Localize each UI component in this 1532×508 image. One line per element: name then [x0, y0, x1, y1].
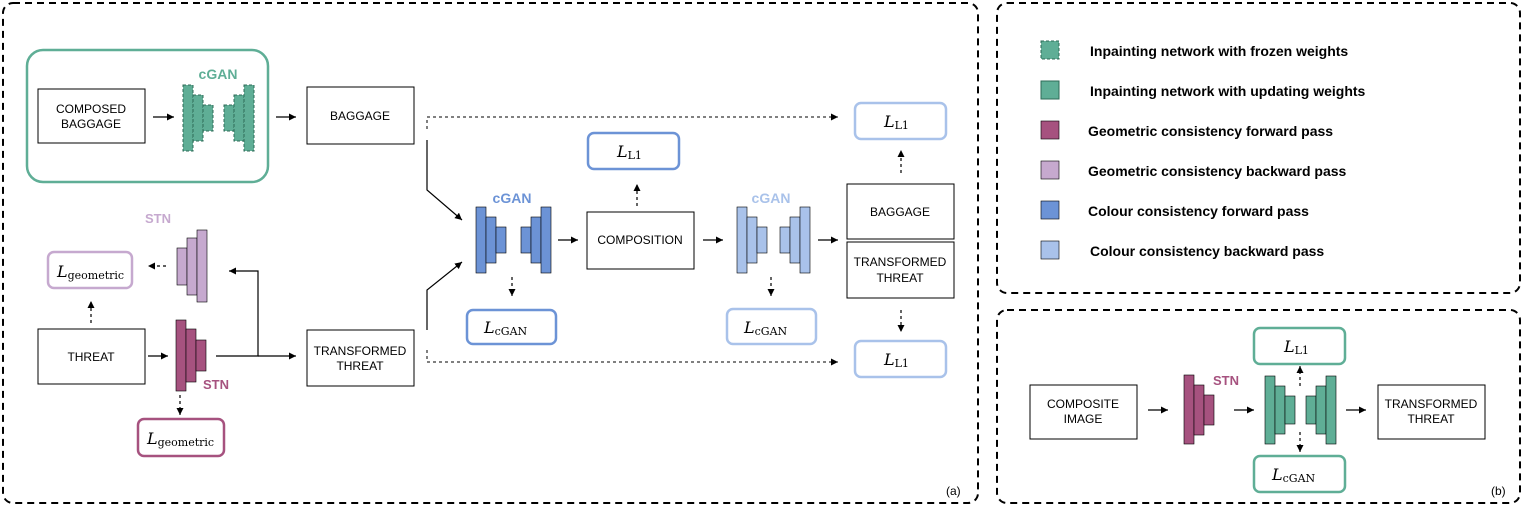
loss-l1-top-text: LL1 — [883, 112, 909, 132]
panel-b-stn-network — [1183, 374, 1215, 445]
baggage-box-top — [306, 86, 415, 145]
transformed-threat-label-2: THREAT — [336, 359, 384, 373]
panel-b-transformed-threat-box — [1377, 384, 1486, 440]
legend-swatch-col-bwd — [1040, 240, 1060, 260]
cgan-inpaint-network — [182, 84, 255, 152]
legend-label-frozen: Inpainting network with frozen weights — [1090, 43, 1348, 59]
loss-l1-mid — [586, 131, 681, 171]
composition-label: COMPOSITION — [597, 233, 682, 247]
panel-b-loss-cgan-text: LcGAN — [1271, 465, 1316, 485]
legend-label-col-fwd: Colour consistency forward pass — [1088, 203, 1309, 219]
panel-b-transformed-threat-label-2: THREAT — [1407, 412, 1455, 426]
transformed-threat-out-box — [846, 241, 955, 299]
legend-swatch-col-fwd — [1040, 200, 1060, 220]
loss-cgan-fwd — [465, 308, 558, 346]
panel-b-stn-label: STN — [1213, 373, 1239, 388]
inpainting-group — [25, 48, 270, 184]
panel-a-frame — [2, 2, 979, 504]
legend-swatch-geo-bwd — [1040, 160, 1060, 180]
stn-fwd-label: STN — [203, 377, 229, 392]
loss-cgan-fwd-text: LcGAN — [483, 318, 528, 338]
transformed-threat-out-label-2: THREAT — [876, 271, 924, 285]
cgan-fwd-label: cGAN — [493, 190, 532, 206]
legend-label-geo-fwd: Geometric consistency forward pass — [1088, 123, 1333, 139]
composed-baggage-label-2: BAGGAGE — [61, 117, 121, 131]
transformed-threat-label-1: TRANSFORMED — [314, 344, 407, 358]
stn-bwd-label: STN — [145, 211, 171, 226]
cgan-bwd-network — [736, 206, 811, 274]
legend-swatch-frozen — [1040, 40, 1060, 60]
loss-l1-bottom — [853, 339, 948, 379]
composite-image-box — [1029, 384, 1138, 440]
legend-label-col-bwd: Colour consistency backward pass — [1090, 243, 1324, 259]
cgan-inpaint-label: cGAN — [199, 66, 238, 82]
loss-l1-mid-text: LL1 — [616, 142, 642, 162]
legend-label-updating: Inpainting network with updating weights — [1090, 83, 1366, 99]
panel-b-transformed-threat-label-1: TRANSFORMED — [1385, 397, 1478, 411]
stn-bwd-network — [176, 229, 208, 303]
loss-cgan-bwd-text: LcGAN — [743, 318, 788, 338]
composite-image-label-2: IMAGE — [1064, 412, 1103, 426]
cgan-bwd-label: cGAN — [752, 190, 791, 206]
baggage-out-box — [846, 183, 955, 240]
loss-geometric-bottom-text: Lgeometric — [146, 429, 214, 449]
loss-geometric-top-text: Lgeometric — [56, 262, 124, 282]
panel-b-loss-l1-text: LL1 — [1283, 337, 1309, 357]
panel-b-tag: (b) — [1491, 484, 1506, 498]
threat-box — [37, 328, 146, 385]
composition-box — [586, 211, 695, 270]
loss-geometric-bottom — [136, 417, 226, 458]
baggage-top-label: BAGGAGE — [330, 109, 390, 123]
panel-a-tag: (a) — [946, 484, 961, 498]
composed-baggage-label-1: COMPOSED — [56, 102, 126, 116]
panel-b-cgan-network — [1264, 375, 1337, 445]
transformed-threat-out-label-1: TRANSFORMED — [854, 255, 947, 269]
panel-b-frame — [996, 309, 1521, 504]
legend-swatch-geo-fwd — [1040, 120, 1060, 140]
baggage-out-label: BAGGAGE — [870, 205, 930, 219]
cgan-fwd-network — [475, 206, 552, 274]
legend-frame — [996, 2, 1521, 294]
panel-b-loss-cgan — [1252, 454, 1347, 494]
loss-l1-top — [853, 101, 948, 141]
legend: Inpainting network with frozen weights I… — [1040, 40, 1366, 260]
loss-geometric-top — [46, 250, 134, 290]
transformed-threat-box — [306, 329, 415, 387]
loss-cgan-bwd — [725, 307, 818, 346]
stn-fwd-network — [175, 319, 207, 392]
legend-swatch-updating — [1040, 80, 1060, 100]
panel-b-loss-l1 — [1252, 326, 1347, 366]
composed-baggage-box — [37, 88, 146, 144]
composite-image-label-1: COMPOSITE — [1047, 397, 1119, 411]
threat-label: THREAT — [67, 350, 115, 364]
legend-label-geo-bwd: Geometric consistency backward pass — [1088, 163, 1347, 179]
loss-l1-bottom-text: LL1 — [883, 350, 909, 370]
